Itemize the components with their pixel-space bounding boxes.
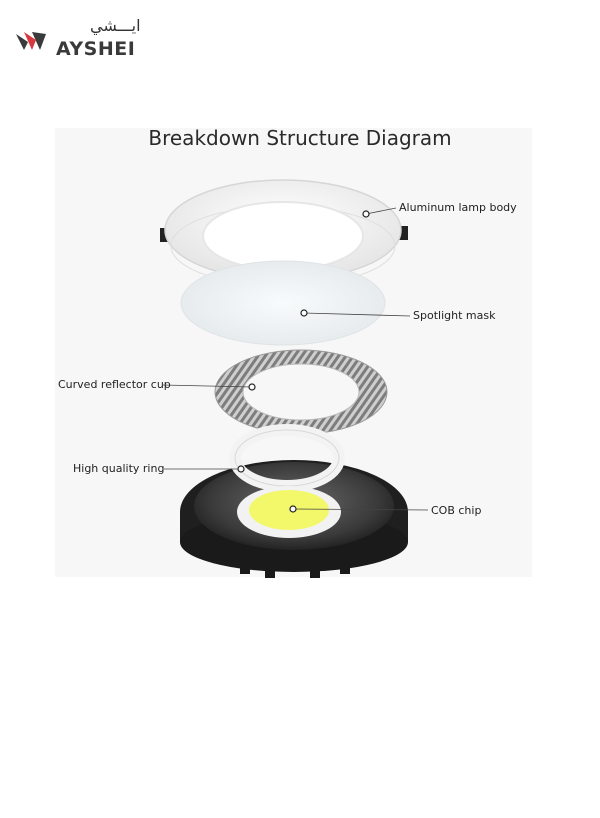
dot-cob-chip: [289, 505, 297, 513]
leader-dots: [237, 210, 370, 513]
brand-logo: ايـــشي AYSHEI: [12, 16, 142, 64]
cob-chip: [237, 486, 341, 538]
dot-spotlight-mask: [300, 309, 308, 317]
label-cob-chip: COB chip: [431, 504, 482, 517]
label-spotlight-mask: Spotlight mask: [413, 309, 496, 322]
diagram-title: Breakdown Structure Diagram: [148, 126, 452, 150]
brand-mark-icon: [16, 32, 46, 50]
aluminum-lamp-body: [160, 179, 408, 287]
body-clip-right: [398, 226, 408, 240]
dot-aluminum-lamp-body: [362, 210, 370, 218]
label-aluminum-lamp-body: Aluminum lamp body: [399, 201, 517, 214]
high-quality-ring: [229, 424, 345, 492]
curved-reflector-cup: [214, 349, 388, 435]
dot-curved-reflector-cup: [248, 383, 256, 391]
leader-lines: [162, 207, 429, 511]
spotlight-mask: [180, 260, 386, 346]
brand-arabic-name: ايـــشي: [90, 16, 141, 35]
brand-name: AYSHEI: [56, 38, 136, 60]
label-high-quality-ring: High quality ring: [73, 462, 165, 475]
dot-high-quality-ring: [237, 465, 245, 473]
label-curved-reflector-cup: Curved reflector cup: [58, 378, 171, 391]
